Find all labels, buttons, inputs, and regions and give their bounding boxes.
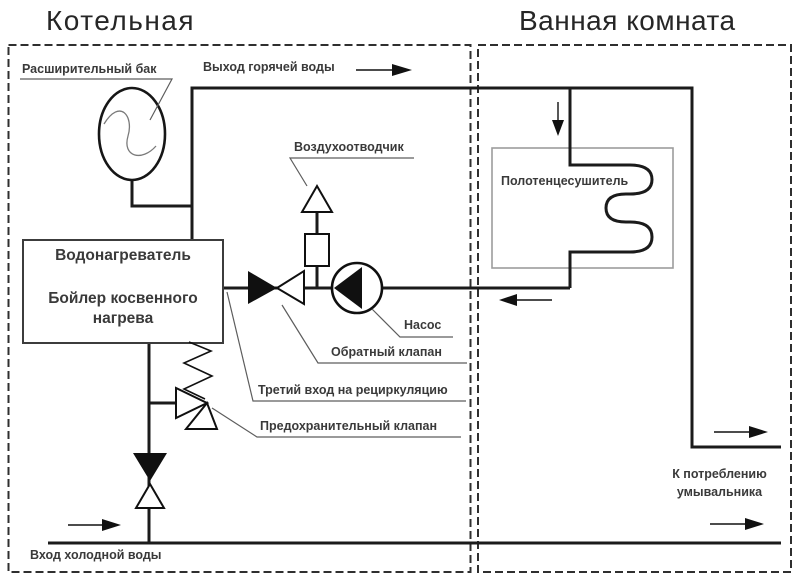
hot-water-outlet-label: Выход горячей воды [203,60,335,74]
expansion-tank-label: Расширительный бак [22,62,157,76]
flow-arrow-branch-right-icon [714,426,768,438]
expansion-tank-membrane [103,110,157,157]
air-vent-symbol [300,183,334,267]
water-heater-box [22,239,224,344]
check-valve-symbol [248,269,305,306]
callout-safety-valve [211,407,461,438]
bathroom-outline [477,44,792,573]
pipe-expansion-stem [130,180,192,208]
water-heater-title: Водонагреватель [55,247,191,264]
cold-riser-valve-symbol [133,453,167,509]
towel-dryer-box [491,147,674,269]
pump-impeller-triangle [334,267,362,309]
check-valve-open-triangle [275,269,305,306]
air-vent-body [304,233,330,267]
pipe-towel-serpentine [568,88,654,288]
air-vent-label: Воздухоотводчик [294,140,404,154]
check-valve-label: Обратный клапан [331,345,442,359]
air-vent-cap-triangle [300,183,334,213]
safety-valve-symbol [175,341,219,430]
cold-water-inlet-label: Вход холодной воды [30,548,162,562]
bathroom-title: Ванная комната [519,5,736,36]
safety-valve-spring [182,341,214,400]
boiler-room-title: Котельная [46,5,196,36]
safety-valve-outlet-triangle [183,401,219,430]
safety-valve-inlet-triangle [175,386,210,420]
expansion-tank-shell [97,86,167,182]
flow-arrow-return-left-icon [499,294,552,306]
expansion-tank-symbol [97,86,167,182]
recirculation-inlet-label: Третий вход на рециркуляцию [258,383,448,397]
flow-arrow-cold-inlet-icon [68,519,121,531]
flow-arrow-towel-down-icon [552,102,564,136]
pump-symbol [330,261,384,315]
cold-valve-solid-triangle [133,453,167,481]
flow-arrow-sink-right-icon [710,518,764,530]
sink-consumption-label: К потреблению умывальника [672,467,767,499]
pipes [48,86,781,545]
cold-valve-open-triangle [134,482,166,509]
boiler-room-outline [7,44,472,573]
flow-arrow-hot-outlet-icon [356,64,412,76]
pipe-hot-water [190,86,781,449]
pump-label: Насос [404,318,442,332]
callout-recirculation-inlet [226,291,466,402]
towel-dryer-label: Полотенцесушитель [501,174,629,188]
check-valve-solid-triangle [248,271,277,304]
callout-check-valve [281,304,467,364]
water-heater-subtitle: Бойлер косвенного нагрева [48,290,198,328]
callout-air-vent [288,157,414,187]
callout-pump [371,308,453,338]
flow-arrows [68,64,768,531]
callout-lines [20,78,467,438]
callout-expansion-tank [20,78,174,121]
safety-valve-label: Предохранительный клапан [260,419,438,433]
